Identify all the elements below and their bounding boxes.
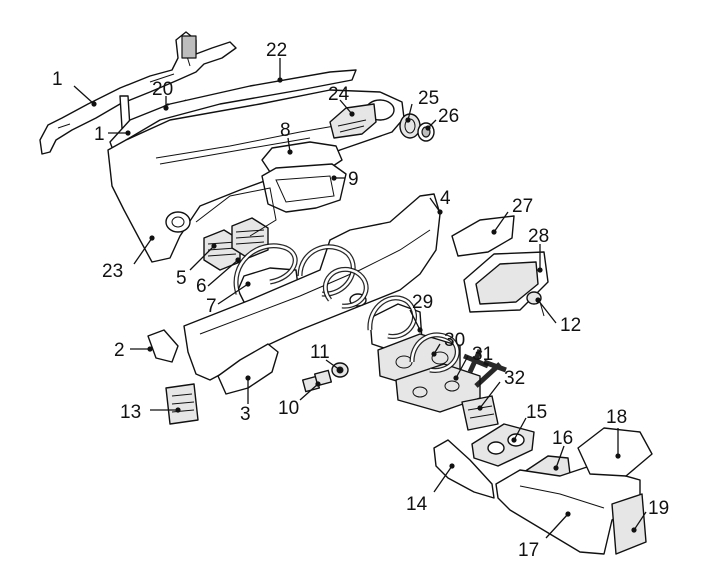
callout-1: 1 [94, 124, 105, 145]
callout-7: 7 [206, 296, 217, 317]
leader-lines [73, 58, 647, 539]
callout-10: 10 [278, 398, 299, 419]
part-19-rear-console-panel [611, 493, 647, 555]
callout-25: 25 [418, 88, 439, 109]
part-3-knee-panel [217, 343, 279, 395]
leader-23 [133, 237, 153, 265]
part-18-armrest-lid [577, 427, 653, 477]
callout-28: 28 [528, 226, 549, 247]
callout-27: 27 [512, 196, 533, 217]
callout-24: 24 [328, 84, 350, 105]
leader-7 [217, 283, 249, 305]
callout-11: 11 [310, 342, 330, 363]
leader-dots [91, 77, 637, 533]
part-25-vent-housing [399, 113, 421, 139]
callout-31: 31 [472, 344, 493, 365]
part-15-cupholder [471, 423, 535, 467]
callout-32: 32 [504, 368, 525, 389]
callout-17: 17 [518, 540, 539, 561]
callout-29: 29 [412, 292, 433, 313]
part-17-floor-console [495, 465, 641, 555]
leader-10 [299, 383, 319, 401]
callout-9: 9 [348, 169, 359, 190]
callout-5: 5 [176, 268, 187, 289]
part-21-crossbeam-bracket [39, 31, 237, 155]
callout-21: 1 [52, 69, 63, 90]
callout-15: 15 [526, 402, 547, 423]
part-13-switch-block [165, 383, 199, 425]
callout-4: 4 [440, 188, 451, 209]
leader-5 [189, 245, 215, 271]
leader-16 [555, 445, 565, 469]
leader-12 [537, 299, 557, 324]
callout-30: 30 [444, 330, 465, 351]
callout-19: 19 [648, 498, 669, 519]
leader-6 [207, 259, 239, 287]
leader-11 [325, 359, 341, 371]
leader-15 [513, 417, 527, 441]
watermark-overlay [233, 243, 507, 388]
leader-24 [339, 99, 353, 115]
callout-labels: 1 20 1 22 24 25 26 8 9 4 23 5 6 7 27 28 … [52, 40, 669, 561]
callout-16: 16 [552, 428, 573, 449]
leader-19 [633, 511, 647, 531]
callout-20: 20 [152, 79, 173, 100]
callout-14: 14 [406, 494, 428, 515]
leader-29 [409, 309, 421, 331]
part-10-switch-pair [301, 369, 333, 393]
callout-23: 23 [102, 261, 123, 282]
callout-3: 3 [240, 404, 251, 425]
leader-25 [407, 103, 413, 121]
callout-6: 6 [196, 276, 207, 297]
part-9-cluster-bezel [261, 163, 347, 213]
leader-21 [73, 85, 95, 105]
part-14-console-side-trim [433, 439, 495, 499]
callout-12: 12 [560, 315, 581, 336]
callout-8: 8 [280, 120, 291, 141]
part-27-glovebox-lid [451, 215, 515, 257]
part-24-passenger-airbag [329, 103, 377, 139]
leader-14 [433, 465, 453, 493]
callout-22: 22 [266, 40, 287, 61]
part-2-end-cap [147, 329, 179, 363]
callout-13: 13 [120, 402, 141, 423]
center-vent-frame [195, 187, 277, 237]
leader-32 [479, 381, 501, 409]
leader-17 [545, 513, 569, 539]
part-32-hazard-switch [461, 395, 499, 431]
callout-18: 18 [606, 407, 627, 428]
part-23-instrument-panel [107, 89, 405, 263]
leader-4 [429, 197, 441, 213]
callout-26: 26 [438, 106, 459, 127]
callout-2: 2 [114, 340, 125, 361]
leader-31 [455, 355, 469, 379]
part-26-vent-ring [417, 122, 435, 142]
leader-27 [493, 211, 509, 233]
